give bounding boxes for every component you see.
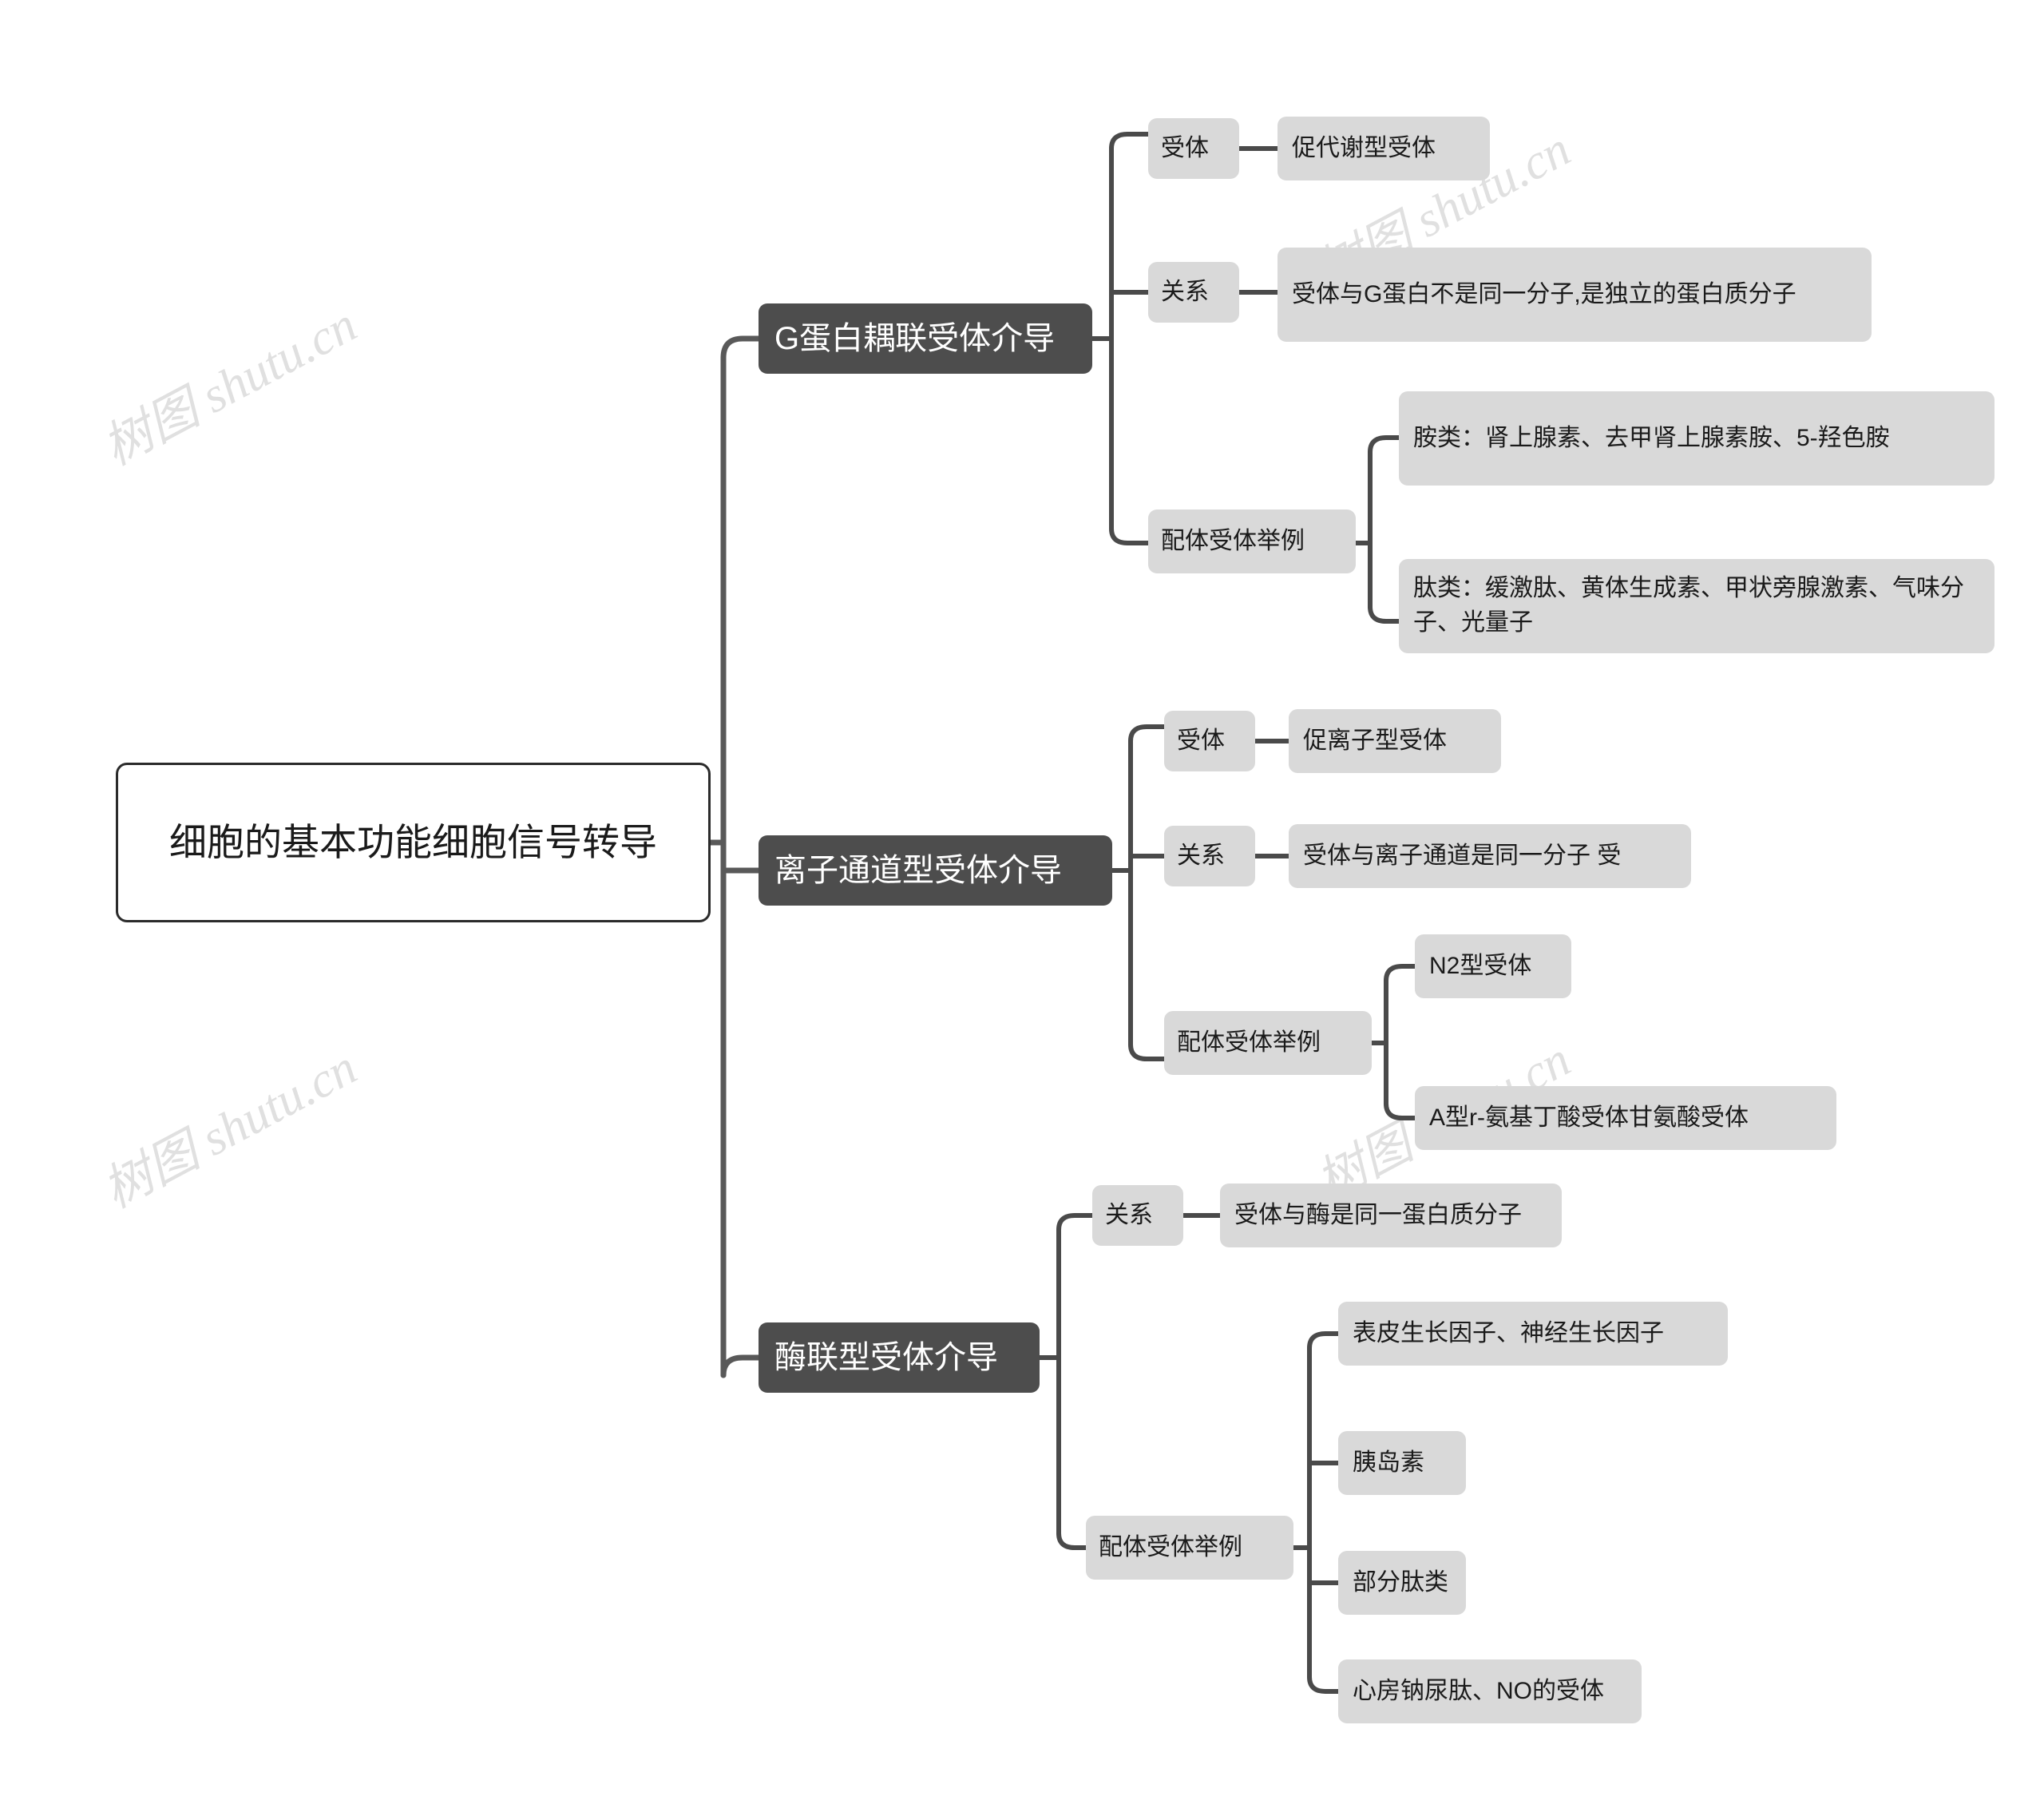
sub-node-label: 关系 [1105,1202,1153,1229]
leaf-node-label: 心房钠尿肽、NO的受体 [1353,1677,1604,1704]
leaf-node[interactable]: 肽类：缓激肽、黄体生成素、甲状旁腺激素、气味分子、光量子 [1399,559,1994,653]
leaf-node[interactable]: 促代谢型受体 [1278,117,1490,180]
leaf-node-label: 胺类：肾上腺素、去甲肾上腺素胺、5-羟色胺 [1413,424,1890,451]
sub-node-relationship[interactable]: 关系 [1164,826,1255,886]
leaf-node-label: 受体与离子通道是同一分子 受 [1303,842,1622,869]
sub-node-label: 受体 [1161,135,1209,162]
leaf-node-label: 部分肽类 [1353,1568,1448,1596]
leaf-node[interactable]: 促离子型受体 [1289,709,1501,773]
leaf-node[interactable]: 部分肽类 [1338,1551,1466,1615]
leaf-node-label: 促代谢型受体 [1292,134,1436,161]
leaf-node[interactable]: 胰岛素 [1338,1431,1466,1495]
leaf-node-label: 肽类：缓激肽、黄体生成素、甲状旁腺激素、气味分子、光量子 [1413,575,1964,636]
sub-node-ligand-examples[interactable]: 配体受体举例 [1086,1516,1293,1580]
leaf-node[interactable]: 受体与酶是同一蛋白质分子 [1220,1184,1562,1247]
leaf-node-label: A型r-氨基丁酸受体甘氨酸受体 [1429,1104,1749,1131]
leaf-node[interactable]: A型r-氨基丁酸受体甘氨酸受体 [1415,1086,1836,1150]
sub-node-label: 配体受体举例 [1099,1534,1242,1561]
sub-node-ligand-examples[interactable]: 配体受体举例 [1164,1011,1372,1075]
leaf-node[interactable]: N2型受体 [1415,934,1571,998]
leaf-node[interactable]: 表皮生长因子、神经生长因子 [1338,1302,1728,1366]
sub-node-receptor[interactable]: 受体 [1164,711,1255,771]
sub-node-label: 关系 [1161,279,1209,306]
sub-node-ligand-examples[interactable]: 配体受体举例 [1148,510,1356,573]
leaf-node-label: 表皮生长因子、神经生长因子 [1353,1319,1664,1346]
sub-node-label: 关系 [1177,843,1225,870]
leaf-node-label: 受体与酶是同一蛋白质分子 [1234,1201,1522,1228]
leaf-node[interactable]: 心房钠尿肽、NO的受体 [1338,1659,1642,1723]
sub-node-receptor[interactable]: 受体 [1148,118,1239,179]
sub-node-label: 配体受体举例 [1161,528,1305,555]
sub-node-relationship[interactable]: 关系 [1148,262,1239,323]
branch-node-ion-channel[interactable]: 离子通道型受体介导 [759,835,1112,906]
branch-node-label: 离子通道型受体介导 [774,853,1062,888]
leaf-node[interactable]: 受体与离子通道是同一分子 受 [1289,824,1691,888]
sub-node-relationship[interactable]: 关系 [1092,1185,1183,1246]
leaf-node[interactable]: 受体与G蛋白不是同一分子,是独立的蛋白质分子 [1278,248,1872,342]
branch-node-g-protein[interactable]: G蛋白耦联受体介导 [759,303,1092,374]
leaf-node-label: N2型受体 [1429,952,1532,979]
branch-node-label: G蛋白耦联受体介导 [774,321,1056,356]
leaf-node-label: 胰岛素 [1353,1449,1424,1476]
leaf-node-label: 促离子型受体 [1303,727,1447,754]
branch-node-enzyme-linked[interactable]: 酶联型受体介导 [759,1322,1040,1393]
branch-node-label: 酶联型受体介导 [774,1340,998,1375]
leaf-node[interactable]: 胺类：肾上腺素、去甲肾上腺素胺、5-羟色胺 [1399,391,1994,486]
sub-node-label: 配体受体举例 [1177,1029,1321,1057]
root-node-label: 细胞的基本功能细胞信号转导 [169,820,657,863]
sub-node-label: 受体 [1177,728,1225,755]
root-node[interactable]: 细胞的基本功能细胞信号转导 [116,763,711,922]
leaf-node-label: 受体与G蛋白不是同一分子,是独立的蛋白质分子 [1292,280,1796,307]
